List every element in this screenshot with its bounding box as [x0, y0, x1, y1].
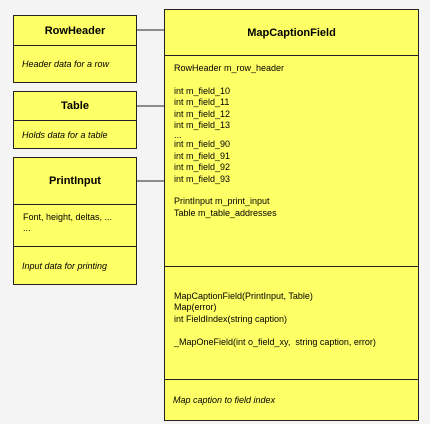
table-description-section: Holds data for a table — [14, 120, 136, 148]
field-line: int m_field_90 — [174, 139, 231, 150]
map-caption-field-description-section: Map caption to field index — [165, 379, 418, 420]
print-input-attribute: Font, height, deltas, ... — [23, 212, 113, 222]
method-line: Map(error) — [174, 302, 217, 313]
method-line: int FieldIndex(string caption) — [174, 313, 288, 324]
row-header-title: RowHeader — [44, 24, 106, 37]
print-input-description: Input data for printing — [22, 260, 108, 271]
row-header-description-section: Header data for a row — [14, 45, 136, 82]
field-line: int m_field_10 — [174, 85, 231, 96]
table-title: Table — [61, 100, 89, 112]
table-class: Table Holds data for a table — [13, 91, 137, 149]
field-line: int m_field_11 — [174, 97, 230, 108]
map-caption-field-title: MapCaptionField — [247, 26, 336, 39]
field-line: int m_field_12 — [174, 108, 231, 119]
print-input-title: PrintInput — [49, 175, 101, 187]
field-line — [174, 185, 418, 196]
row-header-class: RowHeader Header data for a row — [13, 15, 137, 83]
row-header-description: Header data for a row — [22, 59, 110, 69]
field-line: ... — [174, 130, 182, 141]
table-description: Holds data for a table — [22, 129, 108, 140]
method-line: MapCaptionField(PrintInput, Table) — [174, 291, 313, 301]
method-line — [174, 325, 418, 336]
map-caption-field-description: Map caption to field index — [173, 395, 276, 405]
field-line: Table m_table_addresses — [174, 207, 277, 218]
field-line — [174, 74, 418, 85]
field-line: int m_field_93 — [174, 173, 231, 184]
print-input-attribute: ... — [23, 223, 31, 234]
map-caption-field-methods-section: MapCaptionField(PrintInput, Table) Map(e… — [165, 266, 418, 379]
field-line: RowHeader m_row_header — [174, 63, 285, 73]
print-input-description-section: Input data for printing — [14, 246, 136, 284]
map-caption-field-class: MapCaptionField RowHeader m_row_header i… — [164, 9, 419, 421]
map-caption-field-fields-section: RowHeader m_row_header int m_field_10 in… — [165, 55, 418, 266]
print-input-class: PrintInput Font, height, deltas, ... ...… — [13, 157, 137, 285]
field-line: int m_field_92 — [174, 162, 231, 173]
method-line: _MapOneField(int o_field_xy, string capt… — [174, 336, 376, 347]
print-input-attributes-section: Font, height, deltas, ... ... — [14, 204, 136, 246]
field-line: int m_field_91 — [174, 150, 231, 161]
field-line: int m_field_13 — [174, 120, 231, 131]
field-line: PrintInput m_print_input — [174, 196, 270, 207]
